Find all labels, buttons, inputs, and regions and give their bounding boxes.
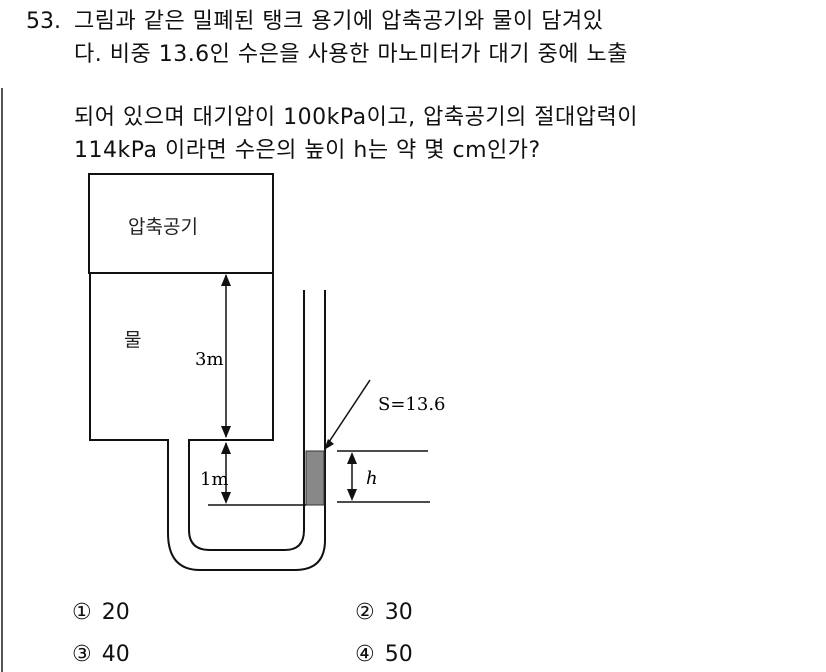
tank-manometer-diagram: 압축공기 물 3m 1m S=13.6 h bbox=[88, 173, 446, 571]
option-value: 20 bbox=[101, 600, 130, 625]
dim-3m-label: 3m bbox=[195, 349, 224, 370]
h-label: h bbox=[366, 468, 378, 489]
question-number: 53. bbox=[26, 9, 61, 34]
specific-gravity-label: S=13.6 bbox=[378, 394, 446, 415]
option-value: 40 bbox=[101, 642, 130, 667]
option-value: 30 bbox=[384, 600, 413, 625]
dim-1m-label: 1m bbox=[200, 469, 229, 490]
option-marker: ③ bbox=[72, 642, 92, 667]
option-1[interactable]: ① 20 bbox=[72, 600, 130, 626]
option-3[interactable]: ③ 40 bbox=[72, 642, 130, 668]
question-line-3: 되어 있으며 대기압이 100kPa이고, 압축공기의 절대압력이 bbox=[74, 105, 638, 130]
option-value: 50 bbox=[384, 642, 413, 667]
question-line-4: 114kPa 이라면 수은의 높이 h는 약 몇 cm인가? bbox=[74, 138, 541, 163]
option-marker: ② bbox=[355, 600, 375, 625]
option-marker: ④ bbox=[355, 642, 375, 667]
option-marker: ① bbox=[72, 600, 92, 625]
option-4[interactable]: ④ 50 bbox=[355, 642, 413, 668]
question-line-1: 그림과 같은 밀폐된 탱크 용기에 압축공기와 물이 담겨있 bbox=[74, 9, 604, 34]
question-line-2: 다. 비중 13.6인 수은을 사용한 마노미터가 대기 중에 노출 bbox=[74, 42, 628, 67]
water-label: 물 bbox=[124, 329, 141, 351]
margin-rule bbox=[1, 88, 3, 672]
option-2[interactable]: ② 30 bbox=[355, 600, 413, 626]
air-label: 압축공기 bbox=[128, 216, 198, 238]
mercury-column bbox=[305, 450, 325, 506]
